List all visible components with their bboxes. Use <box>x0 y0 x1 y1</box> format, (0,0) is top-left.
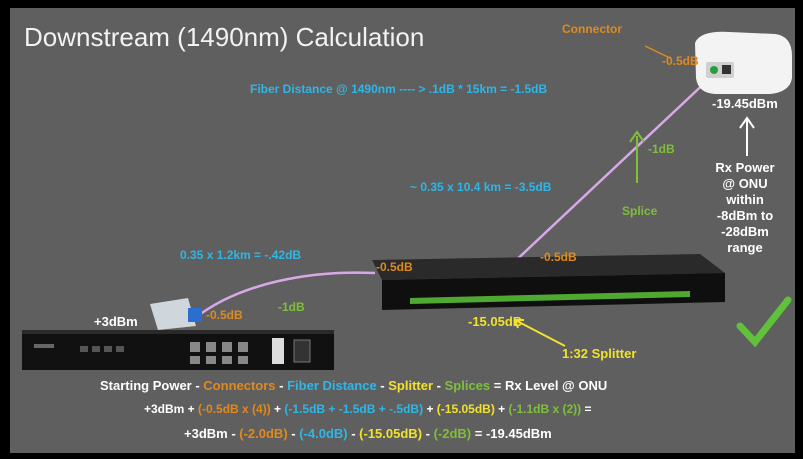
connector-splitter-in-loss: -0.5dB <box>376 260 413 274</box>
rx-power-note: Rx Power @ ONU within -8dBm to -28dBm ra… <box>715 160 775 255</box>
start-power-label: +3dBm <box>94 314 138 329</box>
formula-term: (-1.5dB + -1.5dB + -.5dB) <box>284 402 424 416</box>
connector-top-arrow <box>644 45 671 59</box>
formula-term: Fiber Distance <box>287 378 377 393</box>
connector-left-loss: -0.5dB <box>206 308 243 322</box>
formula-term: (-1.1dB x (2)) <box>508 402 582 416</box>
formula-term: Splitter <box>388 378 434 393</box>
sfp-module <box>150 298 202 330</box>
fiber-segment-mid: ~ 0.35 x 10.4 km = -3.5dB <box>410 180 552 194</box>
formula-term: + <box>270 402 285 416</box>
formula-line-1: Starting Power - Connectors - Fiber Dist… <box>100 378 607 393</box>
splice-label: Splice <box>622 204 658 218</box>
formula-term: - <box>275 378 288 393</box>
formula-term: (-2.0dB) <box>239 426 288 441</box>
fiber-distance-equation: Fiber Distance @ 1490nm ---- > .1dB * 15… <box>250 82 548 96</box>
formula-term: (-0.5dB x (4)) <box>198 402 271 416</box>
olt-device <box>22 330 334 370</box>
splitter-loss-label: -15.05dB <box>468 314 523 329</box>
formula-term: = Rx Level @ ONU <box>490 378 608 393</box>
splice-left-loss: -1dB <box>278 300 305 314</box>
formula-term: +3dBm + <box>144 402 199 416</box>
formula-line-3: +3dBm - (-2.0dB) - (-4.0dB) - (-15.05dB)… <box>184 426 552 441</box>
rx-value-top: -19.45dBm <box>712 96 778 111</box>
formula-line-2: +3dBm + (-0.5dB x (4)) + (-1.5dB + -1.5d… <box>144 402 592 416</box>
fiber-segment-left: 0.35 x 1.2km = -.42dB <box>180 248 302 262</box>
formula-term: Splices <box>444 378 491 393</box>
formula-term: - <box>433 378 445 393</box>
rx-arrow <box>739 116 755 156</box>
slide: Downstream (1490nm) Calculation <box>10 8 795 453</box>
formula-term: Starting Power - <box>100 378 204 393</box>
splitter-device <box>372 254 725 310</box>
formula-term: Connectors <box>203 378 276 393</box>
formula-term: - <box>287 426 300 441</box>
connector-splitter-out-loss: -0.5dB <box>540 250 577 264</box>
formula-term: - <box>347 426 360 441</box>
slide-title: Downstream (1490nm) Calculation <box>24 22 425 52</box>
formula-term: +3dBm - <box>184 426 240 441</box>
formula-term: (-4.0dB) <box>299 426 348 441</box>
formula-term: = -19.45dBm <box>471 426 552 441</box>
formula-term: - <box>422 426 434 441</box>
splitter-label: 1:32 Splitter <box>562 346 637 361</box>
formula-term: + <box>423 402 437 416</box>
formula-term: (-15.05dB) <box>436 402 495 416</box>
fiber-line-olt-to-splitter <box>194 271 376 319</box>
splice-right-loss: -1dB <box>648 142 675 156</box>
connector-top-loss: -0.5dB <box>662 54 699 68</box>
formula-term: + <box>494 402 509 416</box>
fiber-line-splitter-to-onu <box>509 77 711 267</box>
formula-term: (-2dB) <box>433 426 472 441</box>
formula-term: (-15.05dB) <box>359 426 423 441</box>
check-icon <box>736 296 792 348</box>
splitter-arrow <box>514 319 566 347</box>
onu-device <box>695 31 792 94</box>
formula-term: - <box>376 378 389 393</box>
splice-arrow <box>629 130 645 183</box>
formula-term: = <box>581 402 592 416</box>
diagram-graphics <box>22 31 792 370</box>
connector-top-label: Connector <box>562 22 622 36</box>
